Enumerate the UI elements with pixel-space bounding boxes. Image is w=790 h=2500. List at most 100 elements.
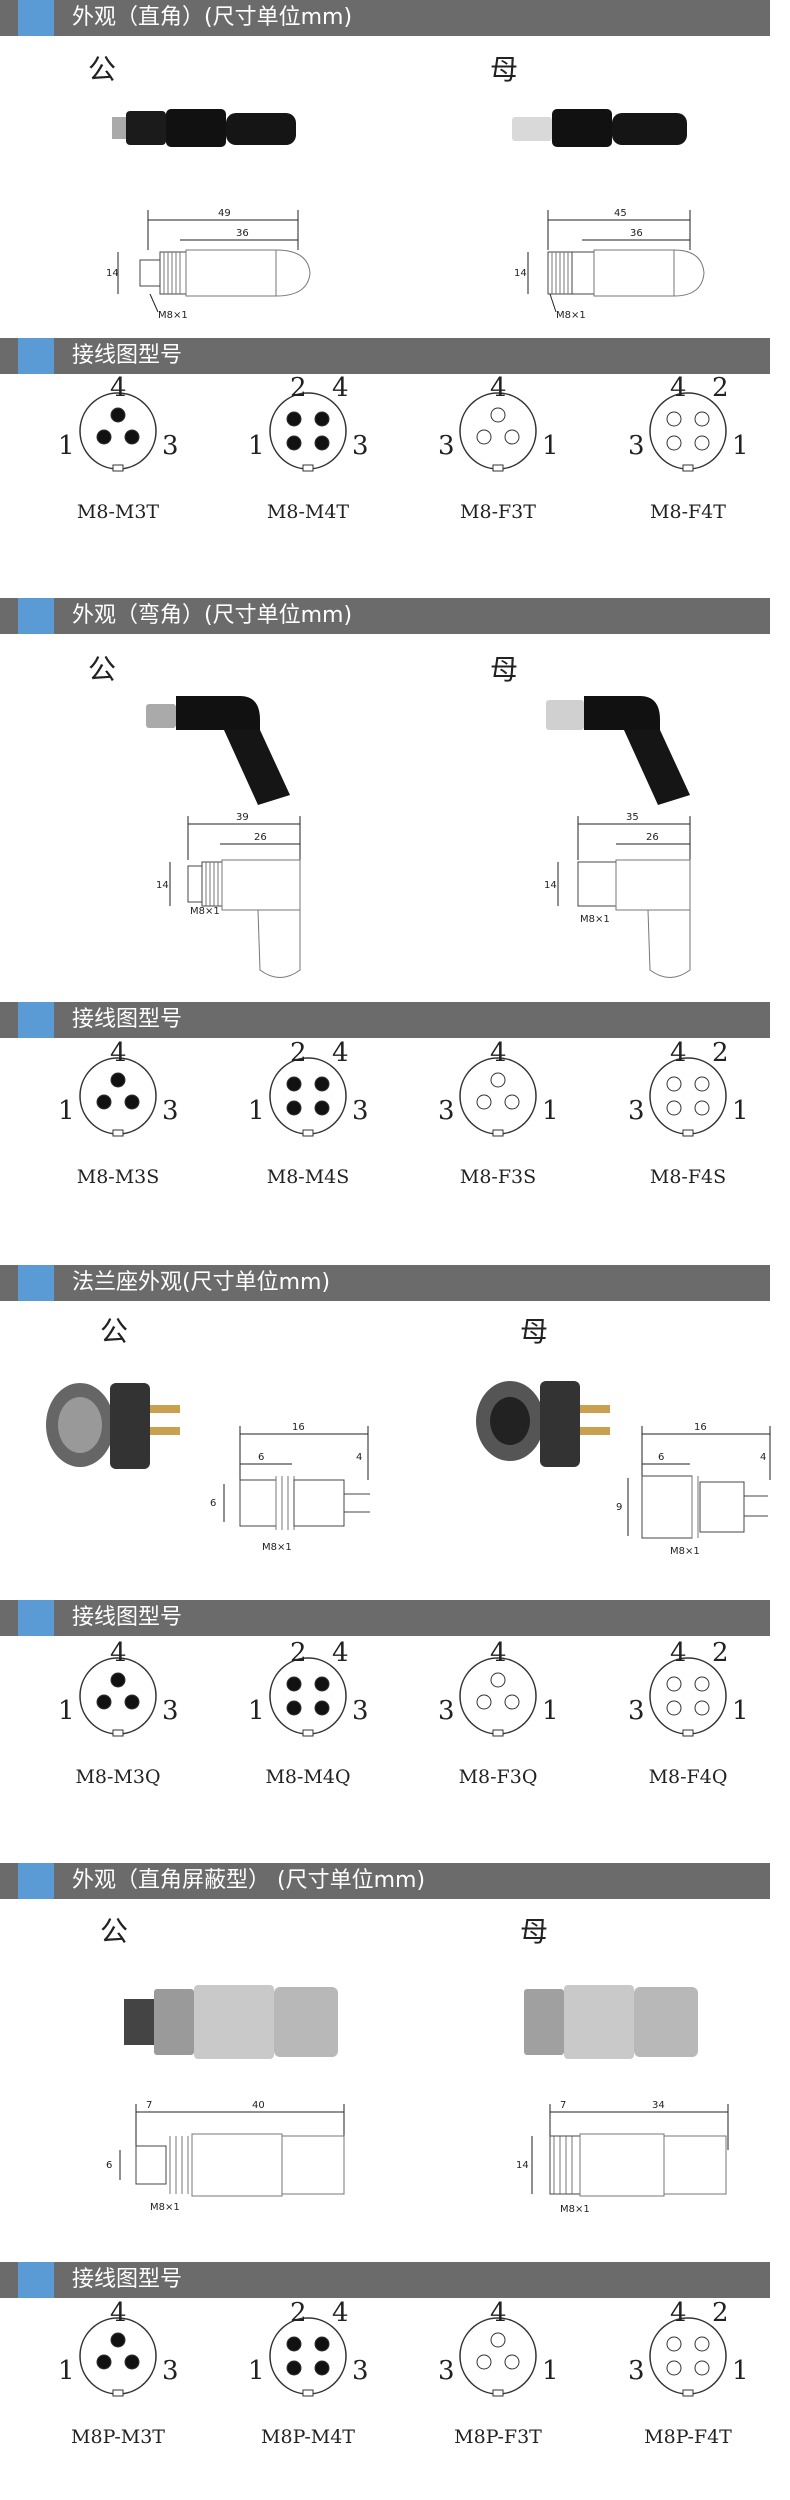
flange-male-drawing: 16 6 4 6 M8×1 [210,1422,370,1553]
pin [490,1072,506,1088]
pin [110,1672,126,1688]
pin-number: 3 [162,1696,179,1726]
section-header-wiring: 接线图型号 [0,2262,770,2298]
pin [286,1676,302,1692]
pin [694,1100,710,1116]
pin-number: 1 [58,2356,75,2386]
pin-number: 3 [628,1096,645,1126]
pin-number: 2 [712,2298,729,2328]
pin-number: 1 [542,431,559,461]
pin [504,1094,520,1110]
pin-number: 4 [110,373,127,403]
pin-diagram [79,2317,157,2397]
pin [666,1676,682,1692]
svg-text:40: 40 [252,2100,265,2111]
pin [476,429,492,445]
pin [286,2336,302,2352]
pin [124,1694,140,1710]
pin-number: 2 [712,1038,729,1068]
model-label: M8-M4S [266,1166,350,1188]
model-label: M8-F3S [459,1166,537,1188]
pin-number: 3 [162,1096,179,1126]
pin [286,411,302,427]
svg-text:14: 14 [106,268,119,279]
pin-number: 2 [290,1638,307,1668]
pin-number: 4 [332,373,349,403]
pin-number: 3 [628,2356,645,2386]
pin-number: 4 [670,1638,687,1668]
section-header-wiring: 接线图型号 [0,338,770,374]
flange-male-photo [46,1383,180,1469]
svg-text:39: 39 [236,812,249,823]
pin [286,435,302,451]
svg-text:9: 9 [616,1502,622,1513]
pin [490,1672,506,1688]
pin-number: 1 [732,2356,749,2386]
svg-text:M8×1: M8×1 [670,1546,700,1557]
pin [504,429,520,445]
pin [110,2332,126,2348]
model-label: M8-F4Q [648,1766,728,1788]
shielded-male-drawing: 7 40 6 M8×1 [106,2100,345,2213]
svg-text:6: 6 [106,2160,112,2171]
angled-female-drawing: 35 26 14 M8×1 [544,812,691,978]
svg-text:M8×1: M8×1 [580,914,610,925]
pin-number: 3 [438,431,455,461]
svg-text:M8×1: M8×1 [190,906,220,917]
svg-text:M8×1: M8×1 [262,1542,292,1553]
pin-number: 1 [732,431,749,461]
pin-diagram [79,1057,157,1137]
pin-number: 2 [290,2298,307,2328]
pin-number: 1 [542,1696,559,1726]
section-header-shielded: 外观（直角屏蔽型） (尺寸单位mm) [0,1863,770,1899]
pin-number: 4 [332,2298,349,2328]
pin-number: 4 [110,1638,127,1668]
pin [314,2336,330,2352]
model-label: M8-M3T [76,501,160,523]
pin-number: 4 [332,1638,349,1668]
pin-number: 1 [732,1096,749,1126]
pin [314,1700,330,1716]
section-header-wiring: 接线图型号 [0,1002,770,1038]
shielded-male-photo [124,1985,338,2059]
svg-text:M8×1: M8×1 [560,2204,590,2215]
male-label: 公 [100,1915,129,1948]
pin [96,1694,112,1710]
svg-text:M8×1: M8×1 [556,310,586,321]
model-label: M8P-F4T [644,2426,732,2448]
pin [476,2354,492,2370]
model-label: M8P-M4T [261,2426,355,2448]
pin-number: 1 [58,1096,75,1126]
male-label: 公 [88,53,117,86]
pin [490,407,506,423]
svg-text:4: 4 [760,1452,766,1463]
svg-text:26: 26 [646,832,659,843]
pin-diagram [459,1657,537,1737]
section-header-flange: 法兰座外观(尺寸单位mm) [0,1265,770,1301]
pin-diagram [79,1657,157,1737]
pin [694,1700,710,1716]
pin-number: 1 [248,1096,265,1126]
dim-total: 49 [218,208,231,219]
svg-text:16: 16 [694,1422,707,1433]
svg-text:14: 14 [514,268,527,279]
svg-text:6: 6 [658,1452,664,1463]
model-label: M8-M3Q [75,1766,161,1788]
pin [694,411,710,427]
pin-number: 1 [542,1096,559,1126]
model-label: M8-M3S [76,1166,160,1188]
pin [286,1700,302,1716]
pin [124,429,140,445]
pin-number: 2 [290,373,307,403]
pin-diagram [79,392,157,472]
straight-male-photo [112,109,296,147]
pin [694,435,710,451]
section-header-angled: 外观（弯角）(尺寸单位mm) [0,598,770,634]
straight-male-drawing: 49 36 14 M8×1 [106,208,311,321]
pin [666,435,682,451]
pin [110,1072,126,1088]
pin-number: 4 [332,1038,349,1068]
angled-male-photo [146,696,290,805]
section-header-straight: 外观（直角）(尺寸单位mm) [0,0,770,36]
model-label: M8-M4Q [265,1766,351,1788]
